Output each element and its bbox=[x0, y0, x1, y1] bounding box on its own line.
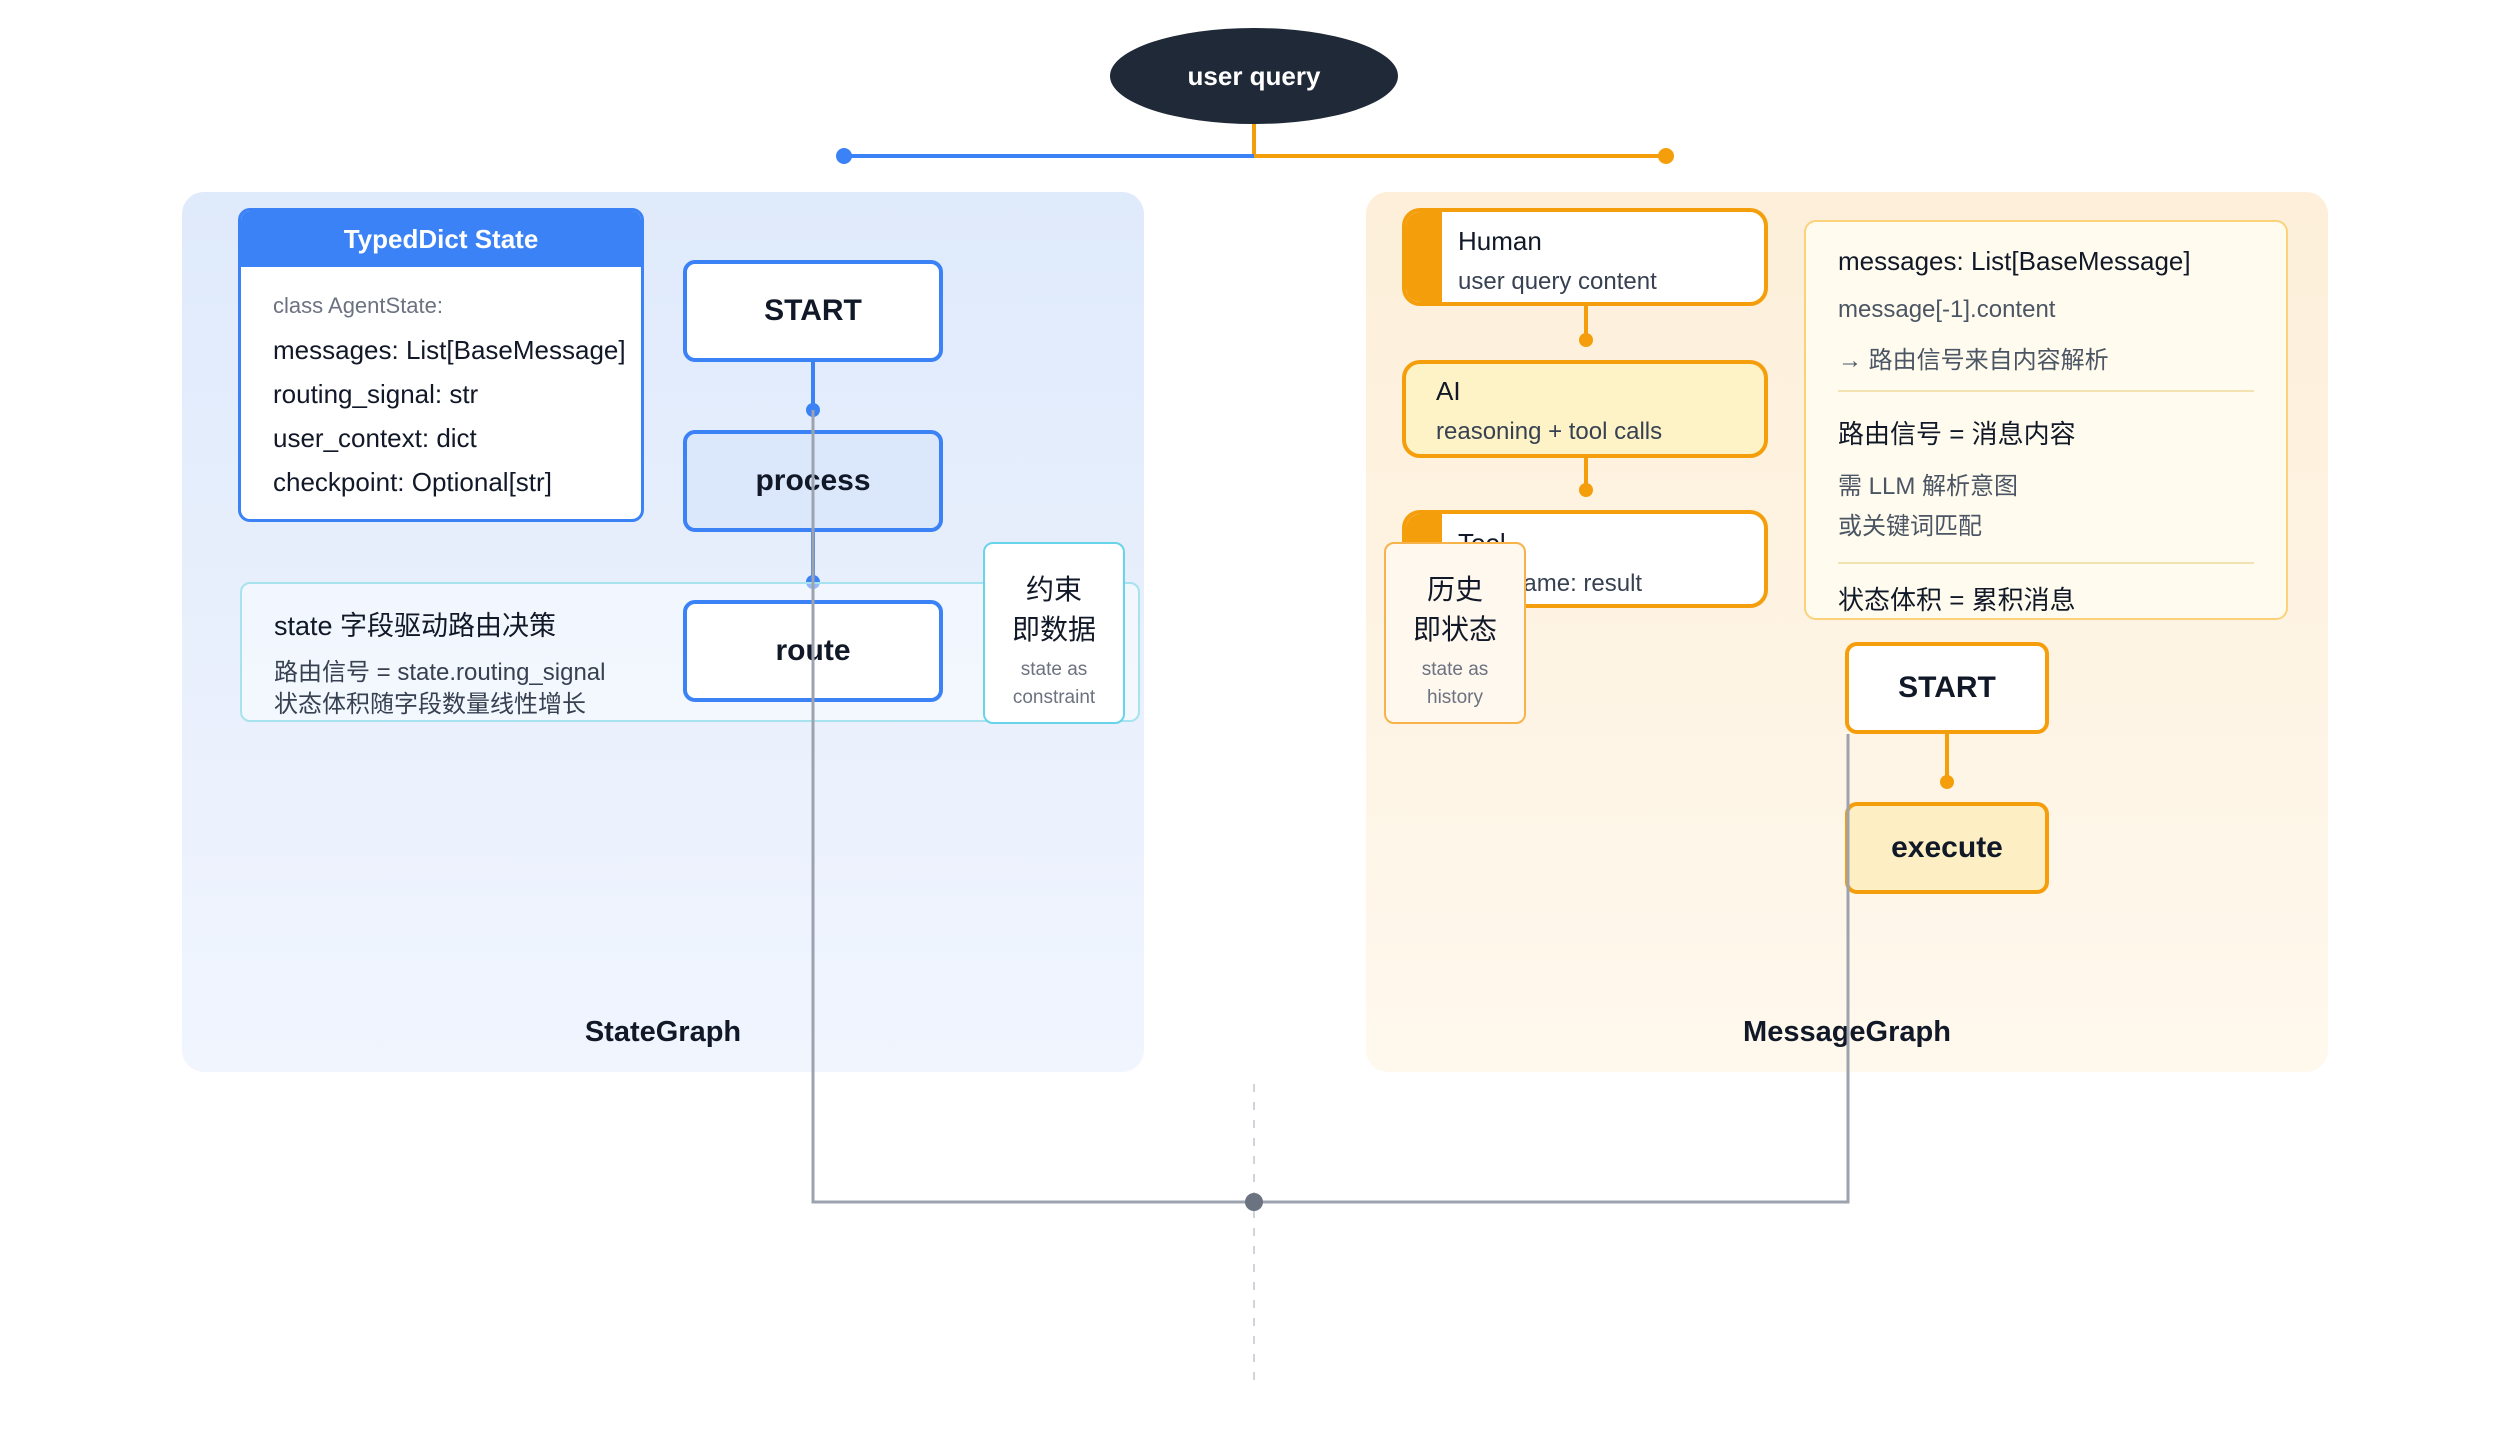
note-line5: 需 LLM 解析意图 bbox=[1838, 473, 2019, 500]
note-line4: 路由信号 = 消息内容 bbox=[1838, 419, 2076, 449]
history-line2: 即状态 bbox=[1412, 614, 1497, 645]
state-routing-line2: 状态体积随字段数量线性增长 bbox=[274, 691, 586, 718]
typeddict-field: checkpoint: Optional[str] bbox=[273, 467, 552, 497]
message-start-label: START bbox=[1898, 671, 1996, 704]
note-line6: 或关键词匹配 bbox=[1838, 513, 1982, 540]
history-box: 历史 即状态 state as history bbox=[1384, 542, 1526, 724]
history-line1: 历史 bbox=[1426, 574, 1483, 605]
stategraph-title: StateGraph bbox=[584, 1016, 742, 1048]
message-human: Human user query content bbox=[1402, 208, 1768, 306]
typeddict-field: routing_signal: str bbox=[273, 379, 479, 409]
note-divider bbox=[1838, 390, 2254, 392]
state-routing-line1: 路由信号 = state.routing_signal bbox=[274, 659, 606, 686]
edge-ai-tool-dot bbox=[1579, 483, 1593, 497]
message-ai: AI reasoning + tool calls bbox=[1402, 360, 1768, 458]
merge-dot bbox=[1245, 1193, 1263, 1211]
edge-human-ai-dot bbox=[1579, 333, 1593, 347]
branch-right-dot bbox=[1658, 148, 1674, 164]
note-divider bbox=[1838, 562, 2254, 564]
typeddict-field: user_context: dict bbox=[273, 423, 477, 453]
history-sub2: history bbox=[1427, 687, 1483, 708]
state-start-node: START bbox=[683, 260, 943, 362]
message-ai-role: AI bbox=[1436, 376, 1461, 406]
typeddict-card: TypedDict State class AgentState: messag… bbox=[238, 208, 644, 522]
constraint-line2: 即数据 bbox=[1011, 614, 1096, 645]
message-human-content: user query content bbox=[1458, 268, 1657, 295]
message-execute-label: execute bbox=[1891, 831, 2003, 864]
edge-start-execute-dot bbox=[1940, 775, 1954, 789]
constraint-box: 约束 即数据 state as constraint bbox=[983, 542, 1125, 724]
note-line2: message[-1].content bbox=[1838, 296, 2056, 323]
constraint-sub2: constraint bbox=[1012, 687, 1096, 708]
user-query-node: user query bbox=[1110, 28, 1398, 124]
merge-left bbox=[811, 410, 1254, 1204]
branch-left-dot bbox=[836, 148, 852, 164]
constraint-line1: 约束 bbox=[1025, 574, 1082, 605]
typeddict-class-line: class AgentState: bbox=[273, 293, 443, 318]
typeddict-field: messages: List[BaseMessage] bbox=[273, 335, 626, 365]
messagegraph-note: messages: List[BaseMessage] message[-1].… bbox=[1804, 220, 2288, 620]
note-line7: 状态体积 = 累积消息 bbox=[1838, 585, 2076, 615]
merge-right bbox=[1254, 734, 1850, 1204]
typeddict-header: TypedDict State bbox=[241, 211, 641, 267]
message-human-role: Human bbox=[1458, 226, 1542, 256]
message-start-node: START bbox=[1845, 642, 2049, 734]
message-role-tab bbox=[1406, 212, 1442, 302]
note-line1: messages: List[BaseMessage] bbox=[1838, 246, 2191, 276]
message-ai-content: reasoning + tool calls bbox=[1436, 418, 1663, 445]
user-query-label: user query bbox=[1187, 60, 1321, 91]
history-sub1: state as bbox=[1421, 659, 1489, 680]
state-start-label: START bbox=[764, 294, 862, 327]
note-line3: → 路由信号来自内容解析 bbox=[1838, 347, 2109, 374]
constraint-sub1: state as bbox=[1020, 659, 1088, 680]
state-routing-title: state 字段驱动路由决策 bbox=[274, 611, 557, 641]
